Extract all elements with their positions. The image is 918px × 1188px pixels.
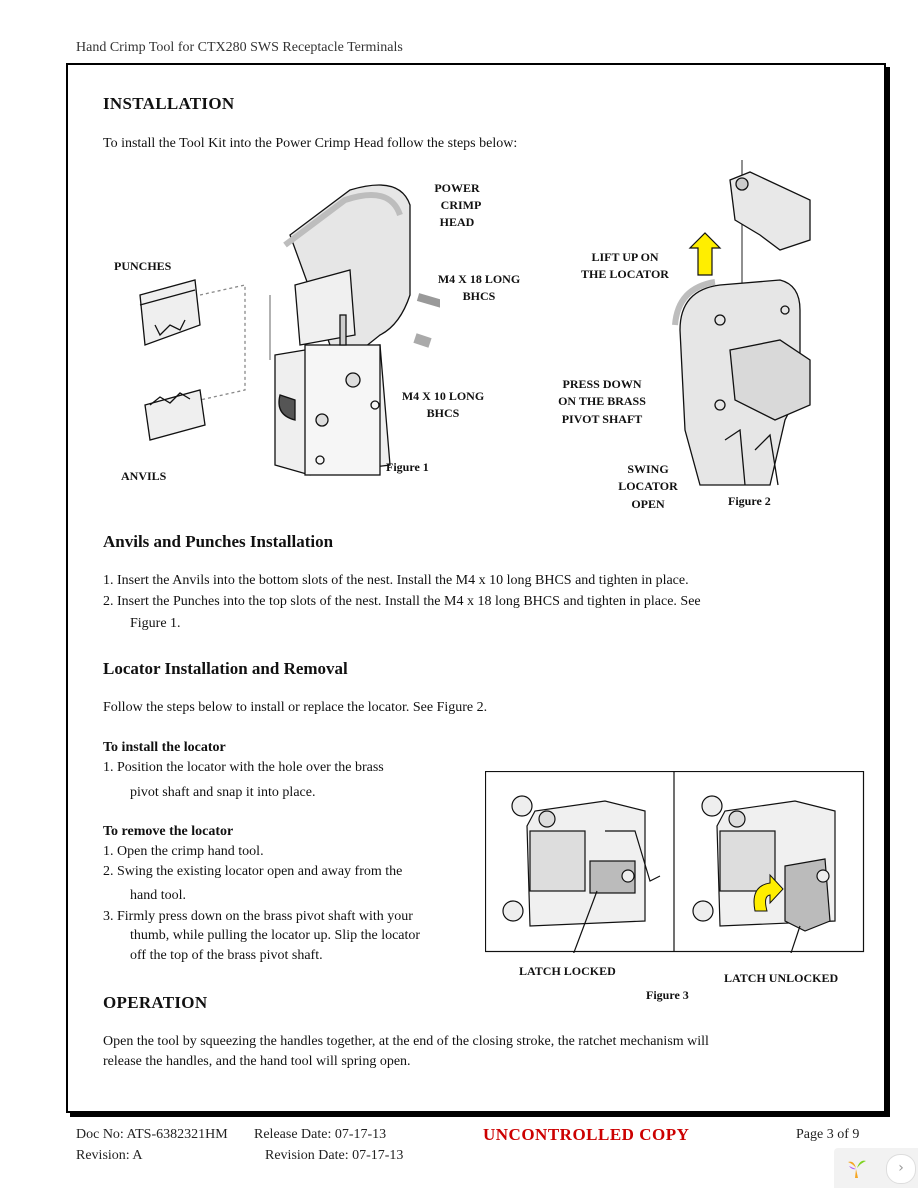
label-head: HEAD [439, 215, 475, 229]
remove-step-3: 3. Firmly press down on the brass pivot … [103, 909, 413, 924]
remove-step-2-cont: hand tool. [130, 888, 186, 903]
app-logo-icon [848, 1160, 866, 1178]
anvils-punches-heading: Anvils and Punches Installation [103, 532, 334, 551]
next-page-chevron-icon[interactable]: › [886, 1154, 916, 1184]
label-m4x10-line2: BHCS [426, 406, 460, 420]
figure3-drawing [485, 771, 865, 953]
anvils-step-1: 1. Insert the Anvils into the bottom slo… [103, 573, 689, 588]
figure1-drawing [139, 184, 440, 476]
install-step-1: 1. Position the locator with the hole ov… [103, 760, 384, 775]
footer-doc-no: Doc No: ATS-6382321HM [76, 1127, 228, 1142]
label-m4x10-line1: M4 X 10 LONG [401, 389, 485, 403]
label-swing-line2: LOCATOR [618, 479, 678, 493]
footer-revision-date: Revision Date: 07-17-13 [265, 1148, 404, 1163]
installation-intro: To install the Tool Kit into the Power C… [103, 136, 518, 151]
figure1-caption: Figure 1 [386, 460, 429, 474]
footer-release-date: Release Date: 07-17-13 [254, 1127, 387, 1142]
label-swing-line3: OPEN [631, 497, 665, 511]
operation-text-line1: Open the tool by squeezing the handles t… [103, 1034, 709, 1049]
label-press-line3: PIVOT SHAFT [561, 412, 643, 426]
label-m4x18-line1: M4 X 18 LONG [437, 272, 521, 286]
footer-page-number: Page 3 of 9 [796, 1127, 860, 1142]
label-anvils: ANVILS [121, 469, 167, 483]
figure3-caption: Figure 3 [646, 988, 689, 1002]
footer-revision: Revision: A [76, 1148, 143, 1163]
label-lift-line2: THE LOCATOR [581, 267, 669, 281]
label-crimp: CRIMP [440, 198, 482, 212]
uncontrolled-copy-stamp: UNCONTROLLED COPY [483, 1125, 690, 1144]
remove-step-3-cont1: thumb, while pulling the locator up. Sli… [130, 928, 421, 943]
locator-heading: Locator Installation and Removal [103, 659, 348, 678]
label-swing-line1: SWING [627, 462, 669, 476]
remove-step-2: 2. Swing the existing locator open and a… [103, 864, 403, 879]
install-locator-heading: To install the locator [103, 740, 226, 755]
operation-text-line2: release the handles, and the hand tool w… [103, 1054, 411, 1069]
label-power: POWER [434, 181, 480, 195]
label-latch-locked: LATCH LOCKED [519, 964, 616, 978]
remove-locator-heading: To remove the locator [103, 824, 234, 839]
locator-intro: Follow the steps below to install or rep… [103, 700, 488, 715]
anvils-step-2: 2. Insert the Punches into the top slots… [103, 594, 701, 609]
remove-step-3-cont2: off the top of the brass pivot shaft. [130, 948, 323, 963]
document-header: Hand Crimp Tool for CTX280 SWS Receptacl… [76, 40, 403, 55]
figure2-caption: Figure 2 [728, 494, 771, 508]
installation-heading: INSTALLATION [103, 94, 235, 113]
label-latch-unlocked: LATCH UNLOCKED [724, 971, 839, 985]
viewer-corner-widget: › [834, 1148, 918, 1188]
label-lift-line1: LIFT UP ON [591, 250, 659, 264]
operation-heading: OPERATION [103, 993, 208, 1012]
remove-step-1: 1. Open the crimp hand tool. [103, 844, 264, 859]
anvils-step-2-cont: Figure 1. [130, 616, 181, 631]
label-press-line2: ON THE BRASS [558, 394, 646, 408]
label-punches: PUNCHES [114, 259, 172, 273]
label-m4x18-line2: BHCS [462, 289, 496, 303]
label-press-line1: PRESS DOWN [562, 377, 642, 391]
figure2-drawing [672, 160, 811, 486]
install-step-1-cont: pivot shaft and snap it into place. [130, 785, 316, 800]
